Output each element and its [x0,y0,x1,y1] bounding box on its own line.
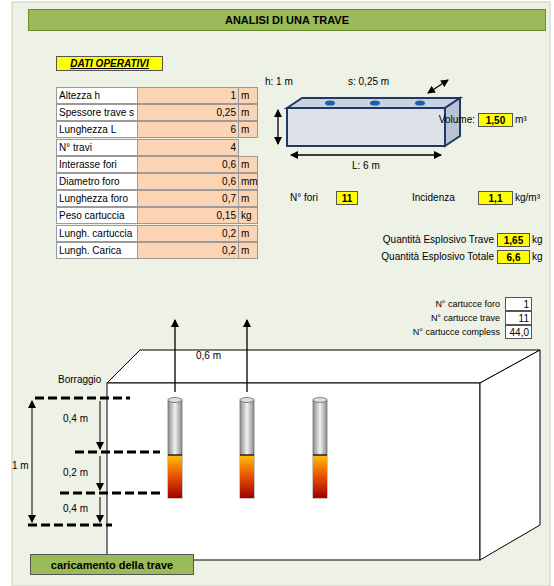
label: 1 m [12,460,29,472]
param-unit: kg [238,207,258,224]
param-name: Interasse fori [56,156,138,173]
param-unit: m [238,242,258,259]
param-unit: mm [238,173,258,190]
param-unit: m [238,190,258,207]
param-unit: m [238,225,258,242]
param-value: 0,6 [137,156,239,173]
box-text: 1,65 [504,235,523,246]
box-text: 44,0 [510,327,529,338]
result-box: 1,50 [478,113,513,127]
param-value: 0,25 [137,104,239,121]
param-value: 4 [137,139,239,156]
param-value: 0,15 [137,207,239,224]
label: kg [532,234,543,246]
count-box: 44,0 [505,325,532,339]
param-value: 1 [137,87,239,104]
param-unit: m [238,87,258,104]
label: 0,4 m [63,413,88,425]
param-name: Peso cartuccia [56,207,138,224]
label: kg [532,251,543,263]
param-unit: m [238,156,258,173]
param-name: Spessore trave s [56,104,138,121]
count-box: 11 [505,311,532,325]
label: N° fori [290,192,318,204]
section-header: DATI OPERATIVI [56,56,163,71]
param-value: 6 [137,121,239,138]
section-button: caricamento della trave [30,554,194,575]
box-text: 1,50 [486,115,505,126]
label: N° cartucce compless [413,326,500,338]
param-name: Lungh. Carica [56,242,138,259]
box-text: 1,1 [489,193,503,204]
label: s: 0,25 m [348,76,389,88]
label: 0,6 m [196,350,221,362]
label: kg/m³ [515,192,540,204]
label: Quantità Esplosivo Trave [383,234,494,246]
count-box: 1 [505,297,532,311]
box-text: 6,6 [507,252,521,263]
label: m³ [515,114,527,126]
label: L: 6 m [352,160,380,172]
label: N° cartucce foro [435,298,500,310]
param-name: N° travi [56,139,138,156]
param-value: 0,2 [137,225,239,242]
result-box: 1,1 [478,191,513,205]
label: 0,4 m [63,503,88,515]
param-name: Lunghezza L [56,121,138,138]
result-box: 1,65 [497,233,530,247]
param-value: 0,7 [137,190,239,207]
label: h: 1 m [265,76,293,88]
param-name: Lunghezza foro [56,190,138,207]
param-value: 0,6 [137,173,239,190]
param-name: Altezza h [56,87,138,104]
box-text: 1 [523,299,529,310]
label: Borraggio [58,374,101,386]
param-name: Diametro foro [56,173,138,190]
label: 0,2 m [63,467,88,479]
label: Quantità Esplosivo Totale [381,251,494,263]
label: Incidenza [412,192,455,204]
label: Volume: [439,114,475,126]
box-text: DATI OPERATIVI [70,58,149,69]
box-text: caricamento della trave [51,559,173,571]
param-unit: m [238,121,258,138]
param-unit: m [238,104,258,121]
label: N° cartucce trave [431,312,500,324]
title-text: ANALISI DI UNA TRAVE [225,14,349,26]
param-value: 0,2 [137,242,239,259]
box-text: 11 [519,313,529,324]
result-box: 6,6 [497,250,530,264]
param-name: Lungh. cartuccia [56,225,138,242]
title-band: ANALISI DI UNA TRAVE [28,9,546,31]
box-text: 11 [342,193,353,204]
result-box: 11 [336,191,358,205]
